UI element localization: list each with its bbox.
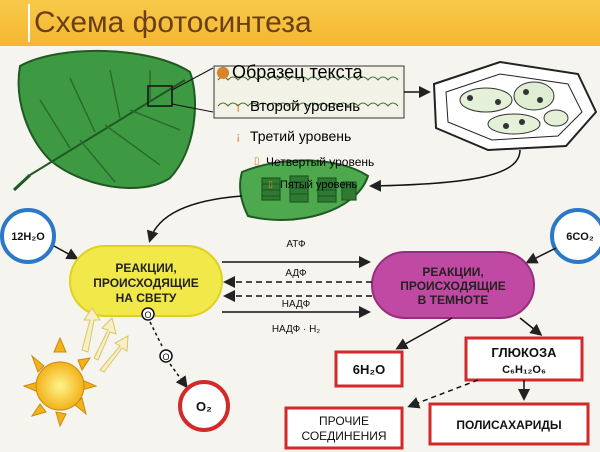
nadph2-label: НАДФ · H₂ <box>272 324 320 335</box>
glucose-formula: C₆H₁₂O₆ <box>502 364 546 376</box>
adp-label: АДФ <box>285 268 307 279</box>
level5-bullet: ▯ <box>268 180 273 190</box>
polysaccharides-node: ПОЛИСАХАРИДЫ <box>428 402 590 446</box>
oxygen-atom-2: O <box>162 352 169 362</box>
leaf-section-icon <box>213 65 431 119</box>
leaf-icon <box>12 49 214 192</box>
outline-level-3: Третий уровень <box>250 128 352 144</box>
other-compounds-line1: ПРОЧИЕ <box>319 414 369 428</box>
title-bar: Схема фотосинтеза <box>0 0 600 46</box>
dark-reactions-node: РЕАКЦИИ, ПРОИСХОДЯЩИЕ В ТЕМНОТЕ <box>371 251 535 319</box>
co2-input-label: 6CO₂ <box>566 231 594 243</box>
plant-cell-icon <box>369 60 598 192</box>
other-compounds-line2: СОЕДИНЕНИЯ <box>301 429 386 443</box>
level1-bullet: ● <box>216 62 230 81</box>
oxygen-path: O O O₂ <box>141 307 230 432</box>
level2-bullet: ¡ <box>236 100 241 113</box>
oxygen-atom-1: O <box>144 310 151 320</box>
light-reactions-line1: РЕАКЦИИ, <box>115 261 176 275</box>
glucose-node: ГЛЮКОЗА C₆H₁₂O₆ <box>407 317 584 409</box>
sun-icon <box>22 307 129 428</box>
light-reactions-node: РЕАКЦИИ, ПРОИСХОДЯЩИЕ НА СВЕТУ <box>69 245 223 317</box>
polysaccharides-label: ПОЛИСАХАРИДЫ <box>456 418 561 432</box>
dark-reactions-line3: В ТЕМНОТЕ <box>418 293 489 307</box>
water-output-node: 6H₂O <box>334 317 453 388</box>
nadp-label: НАДФ <box>282 299 311 310</box>
light-reactions-line2: ПРОИСХОДЯЩИЕ <box>93 276 199 290</box>
glucose-name: ГЛЮКОЗА <box>491 345 557 360</box>
dark-reactions-line2: ПРОИСХОДЯЩИЕ <box>400 279 506 293</box>
photosynthesis-diagram: 12H₂O 6CO₂ РЕАКЦИИ, ПРОИСХОДЯЩИЕ НА СВЕТ… <box>0 49 600 450</box>
level3-bullet: ¡ <box>236 130 241 143</box>
oxygen-output-label: O₂ <box>196 399 212 414</box>
co2-input-node: 6CO₂ <box>525 208 600 264</box>
outline-level-2: Второй уровень <box>250 98 361 115</box>
energy-carrier-arrows: АТФ АДФ НАДФ НАДФ · H₂ <box>222 239 372 335</box>
chloroplast-icon <box>146 159 370 243</box>
title-separator <box>28 4 30 42</box>
outline-level-1: Образец текста <box>232 62 363 82</box>
outline-level-4: Четвертый уровень <box>266 155 375 169</box>
slide-title: Схема фотосинтеза <box>34 6 312 39</box>
water-output-label: 6H₂O <box>353 362 386 377</box>
dark-reactions-line1: РЕАКЦИИ, <box>422 265 483 279</box>
outline-level-5: Пятый уровень <box>280 179 358 191</box>
other-compounds-node: ПРОЧИЕ СОЕДИНЕНИЯ <box>284 406 404 450</box>
water-input-node: 12H₂O <box>0 208 79 264</box>
light-reactions-line3: НА СВЕТУ <box>116 291 177 305</box>
atp-label: АТФ <box>286 239 306 250</box>
water-input-label: 12H₂O <box>11 231 45 243</box>
level4-bullet: ▯ <box>254 156 260 167</box>
